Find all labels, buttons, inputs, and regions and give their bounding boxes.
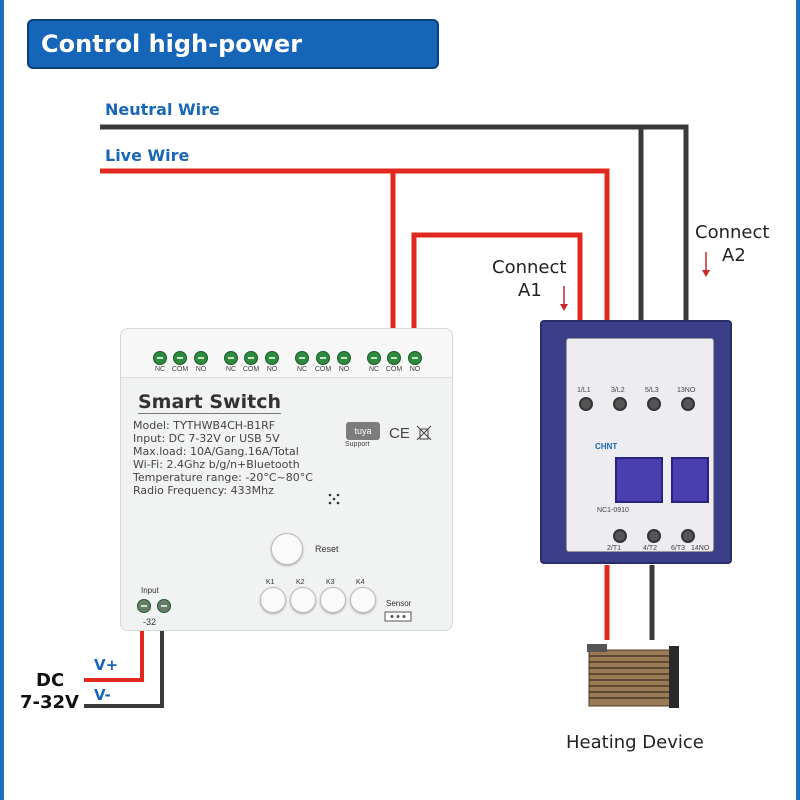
terminal-k3-com — [316, 351, 330, 365]
k2-button[interactable] — [290, 587, 316, 613]
terminal-label-com: COM — [242, 366, 260, 373]
ce-mark: CE — [389, 425, 410, 442]
terminal-k1-com — [173, 351, 187, 365]
sensor-port-icon — [384, 611, 412, 622]
terminal-label-com: COM — [385, 366, 403, 373]
dc-voltage-label: 7-32V — [20, 692, 79, 713]
terminal-k1-no — [194, 351, 208, 365]
k4-label: K4 — [356, 579, 365, 586]
smart-switch-device: NC COM NO NC COM NO NC COM NO NC COM NO … — [120, 328, 453, 631]
terminal-label-nc: NC — [296, 366, 308, 373]
reset-button[interactable] — [271, 533, 303, 565]
terminal-k2-no — [265, 351, 279, 365]
terminal-label-com: COM — [171, 366, 189, 373]
heating-device-icon — [587, 644, 679, 708]
contactor-label-5l3: 5/L3 — [645, 387, 659, 394]
spec-temperature: Temperature range: -20°C~80°C — [133, 471, 313, 484]
v-plus-label: V+ — [94, 656, 119, 674]
terminal-label-nc: NC — [225, 366, 237, 373]
v-minus-label: V- — [94, 686, 111, 704]
contactor-terminal-14no — [681, 529, 695, 543]
contactor-terminal-5l3 — [647, 397, 661, 411]
contactor-label-2t1: 2/T1 — [607, 545, 622, 552]
left-frame-border — [0, 0, 4, 800]
contactor-face: 1/L1 3/L2 5/L3 13NO CHNT NC1-0910 2/T1 4… — [566, 338, 714, 552]
connect-a2-label: Connect — [695, 222, 770, 243]
input-terminal-negative — [157, 599, 171, 613]
terminal-k4-no — [408, 351, 422, 365]
tuya-logo: tuya — [346, 422, 380, 440]
k1-button[interactable] — [260, 587, 286, 613]
neutral-wire-label: Neutral Wire — [105, 100, 220, 119]
terminal-label-no: NO — [266, 366, 278, 373]
buzzer-holes-icon — [328, 493, 340, 505]
input-voltage-label: -32 — [143, 617, 157, 627]
no-to-a1-wire — [411, 232, 583, 352]
terminal-k2-com — [244, 351, 258, 365]
contactor: 1/L1 3/L2 5/L3 13NO CHNT NC1-0910 2/T1 4… — [540, 320, 732, 564]
dc-negative-wire — [84, 606, 164, 708]
live-wire-label: Live Wire — [105, 146, 190, 165]
contactor-label-13no: 13NO — [677, 387, 696, 394]
contactor-side-window — [671, 457, 709, 503]
spec-model: Model: TYTHWB4CH-B1RF — [133, 419, 276, 432]
contactor-label-14no: 14NO — [691, 545, 710, 552]
contactor-label-4t2: 4/T2 — [643, 545, 658, 552]
terminal-k3-no — [337, 351, 351, 365]
contactor-indicator-window — [615, 457, 663, 503]
right-frame-border — [796, 0, 800, 800]
k1-label: K1 — [266, 579, 275, 586]
contactor-label-1l1: 1/L1 — [577, 387, 591, 394]
terminal-label-nc: NC — [368, 366, 380, 373]
tuya-support-label: Support — [345, 441, 370, 448]
terminal-k3-nc — [295, 351, 309, 365]
connect-a2-sublabel: A2 — [722, 245, 746, 266]
contactor-terminal-6t3 — [647, 529, 661, 543]
terminal-k4-com — [387, 351, 401, 365]
spec-input: Input: DC 7-32V or USB 5V — [133, 432, 280, 445]
contactor-terminal-4t2 — [613, 529, 627, 543]
a2-arrow-head — [702, 270, 710, 277]
dc-label: DC — [36, 670, 65, 691]
contactor-model: NC1-0910 — [597, 507, 629, 514]
k2-label: K2 — [296, 579, 305, 586]
terminal-k4-nc — [367, 351, 381, 365]
input-terminal-positive — [137, 599, 151, 613]
contactor-terminal-13no — [681, 397, 695, 411]
weee-bin-icon — [416, 425, 432, 441]
spec-max-load: Max.load: 10A/Gang.16A/Total — [133, 445, 299, 458]
k3-button[interactable] — [320, 587, 346, 613]
contactor-brand: CHNT — [595, 442, 618, 451]
terminal-label-no: NO — [409, 366, 421, 373]
spec-wifi: Wi-Fi: 2.4Ghz b/g/n+Bluetooth — [133, 458, 300, 471]
terminal-k1-nc — [153, 351, 167, 365]
sensor-label: Sensor — [386, 599, 412, 608]
a1-arrow-head — [560, 304, 568, 311]
k3-label: K3 — [326, 579, 335, 586]
device-name: Smart Switch — [138, 391, 281, 414]
contactor-label-6t3: 6/T3 — [671, 545, 686, 552]
connect-a1-sublabel: A1 — [518, 280, 542, 301]
input-label: Input — [141, 586, 159, 595]
terminal-label-no: NO — [338, 366, 350, 373]
contactor-label-3l2: 3/L2 — [611, 387, 625, 394]
terminal-label-no: NO — [195, 366, 207, 373]
contactor-terminal-1l1 — [579, 397, 593, 411]
spec-radio-frequency: Radio Frequency: 433Mhz — [133, 484, 274, 497]
terminal-k2-nc — [224, 351, 238, 365]
heating-device-label: Heating Device — [566, 732, 704, 753]
live-wire — [100, 168, 610, 345]
terminal-label-nc: NC — [154, 366, 166, 373]
neutral-wire — [100, 124, 689, 335]
k4-button[interactable] — [350, 587, 376, 613]
title-banner: Control high-power equipment — [27, 19, 439, 104]
terminal-label-com: COM — [314, 366, 332, 373]
reset-label: Reset — [315, 544, 339, 554]
connect-a1-label: Connect — [492, 257, 567, 278]
contactor-terminal-3l2 — [613, 397, 627, 411]
